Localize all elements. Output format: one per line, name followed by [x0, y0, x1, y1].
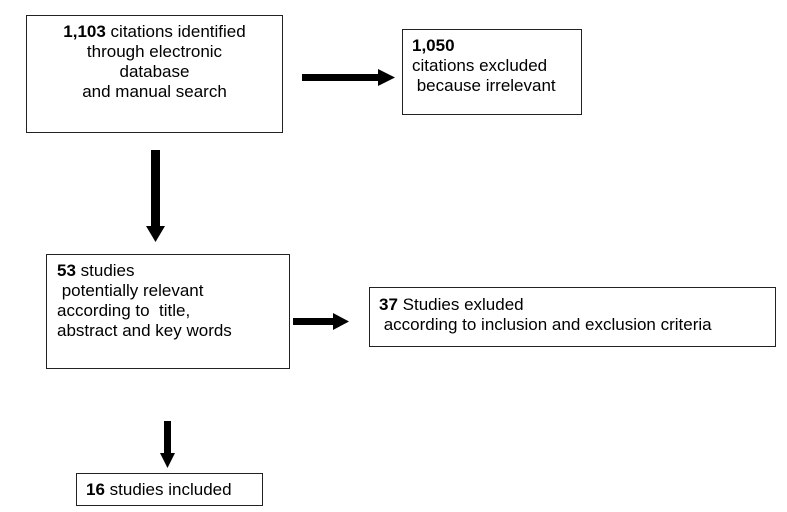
arrow-down-1: [146, 150, 165, 242]
excluded-criteria-count: 37: [379, 295, 398, 314]
excluded-criteria-text: Studies exluded: [397, 295, 524, 314]
arrow-right-1: [302, 69, 395, 86]
arrow-right-2: [293, 313, 349, 330]
excluded-irrelevant-count: 1,050: [412, 36, 455, 55]
potentially-relevant-text: abstract and key words: [57, 321, 232, 340]
identified-first-line: 1,103 citations identified: [27, 22, 282, 42]
potentially-relevant-count: 53: [57, 261, 76, 280]
included-count: 16: [86, 480, 105, 499]
potentially-relevant-text: potentially relevant: [57, 281, 204, 300]
potentially-relevant-text: according to title,: [57, 301, 191, 320]
excluded-irrelevant-text: because irrelevant: [412, 76, 556, 95]
included-text: studies included: [104, 480, 232, 499]
excluded-criteria-first-line: 37 Studies exluded: [379, 295, 775, 315]
identified-text: and manual search: [82, 82, 227, 101]
identified-text: database: [119, 62, 190, 81]
arrow-down-2: [160, 421, 175, 468]
included-box: 16 studies included: [76, 473, 263, 506]
potentially-relevant-box: 53 studies potentially relevant accordin…: [46, 254, 290, 369]
included-line: 16 studies included: [86, 480, 262, 500]
excluded-criteria-text: according to inclusion and exclusion cri…: [379, 315, 712, 334]
potentially-relevant-text: studies: [75, 261, 135, 280]
excluded-criteria-box: 37 Studies exluded according to inclusio…: [369, 287, 776, 347]
identified-text: through electronic: [86, 42, 223, 61]
identified-box: 1,103 citations identified through elect…: [26, 15, 283, 133]
potentially-relevant-first-line: 53 studies: [57, 261, 289, 281]
identified-count: 1,103: [63, 22, 106, 41]
excluded-irrelevant-box: 1,050 citations excluded because irrelev…: [402, 29, 582, 115]
excluded-irrelevant-text: citations excluded: [412, 56, 548, 75]
identified-text: citations identified: [105, 22, 246, 41]
